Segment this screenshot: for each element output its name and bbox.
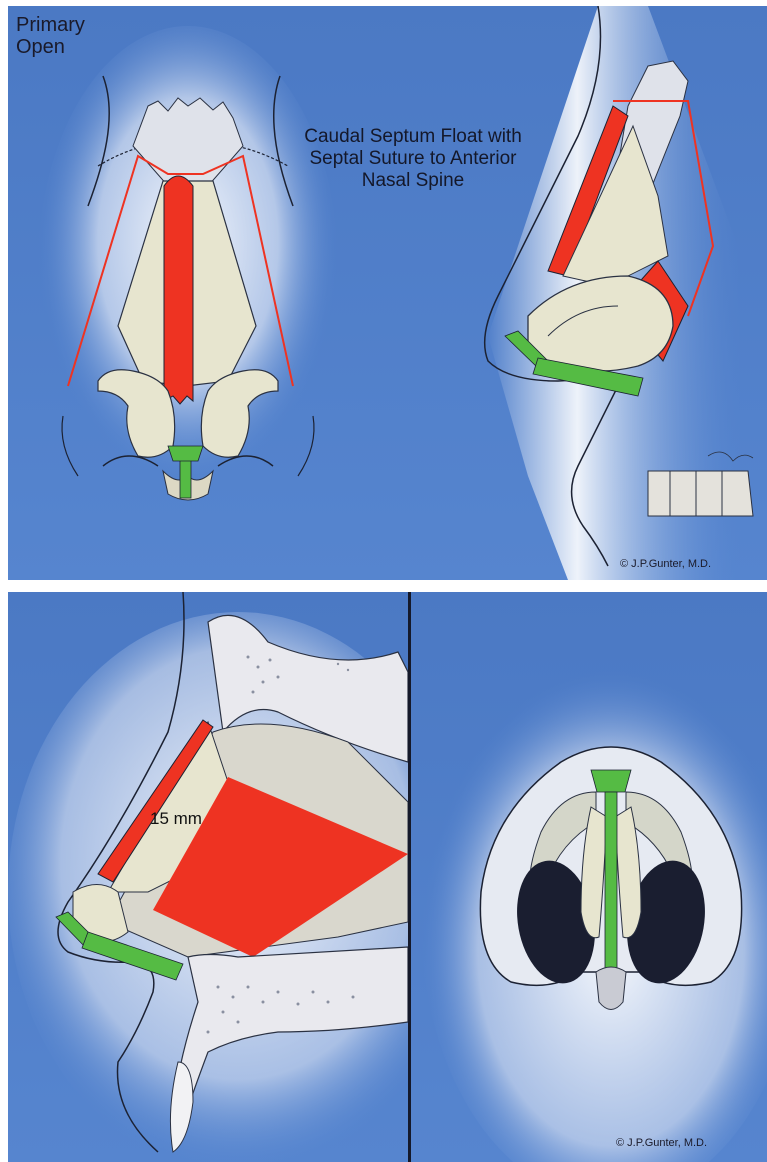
corner-label-line-1: Primary (16, 14, 85, 36)
bottom-right-illustration (411, 592, 767, 1162)
copyright-credit-top: © J.P.Gunter, M.D. (620, 558, 711, 570)
bottom-right-panel: © J.P.Gunter, M.D. (411, 592, 767, 1162)
copyright-credit-bottom: © J.P.Gunter, M.D. (616, 1137, 707, 1149)
corner-label-line-2: Open (16, 36, 85, 58)
heading-line-2: Septal Suture to Anterior (278, 148, 548, 170)
corner-label: Primary Open (16, 14, 85, 58)
bottom-left-illustration (8, 592, 408, 1162)
measurement-label: 15 mm (150, 809, 202, 829)
heading-line-3: Nasal Spine (278, 170, 548, 192)
top-panel: Primary Open Caudal Septum Float with Se… (8, 6, 767, 580)
heading-line-1: Caudal Septum Float with (278, 126, 548, 148)
procedure-heading: Caudal Septum Float with Septal Suture t… (278, 126, 548, 192)
septum-graft-red (164, 176, 193, 404)
front-view-nose (38, 26, 338, 506)
bottom-left-panel: 15 mm (8, 592, 408, 1162)
top-illustration (8, 6, 767, 580)
